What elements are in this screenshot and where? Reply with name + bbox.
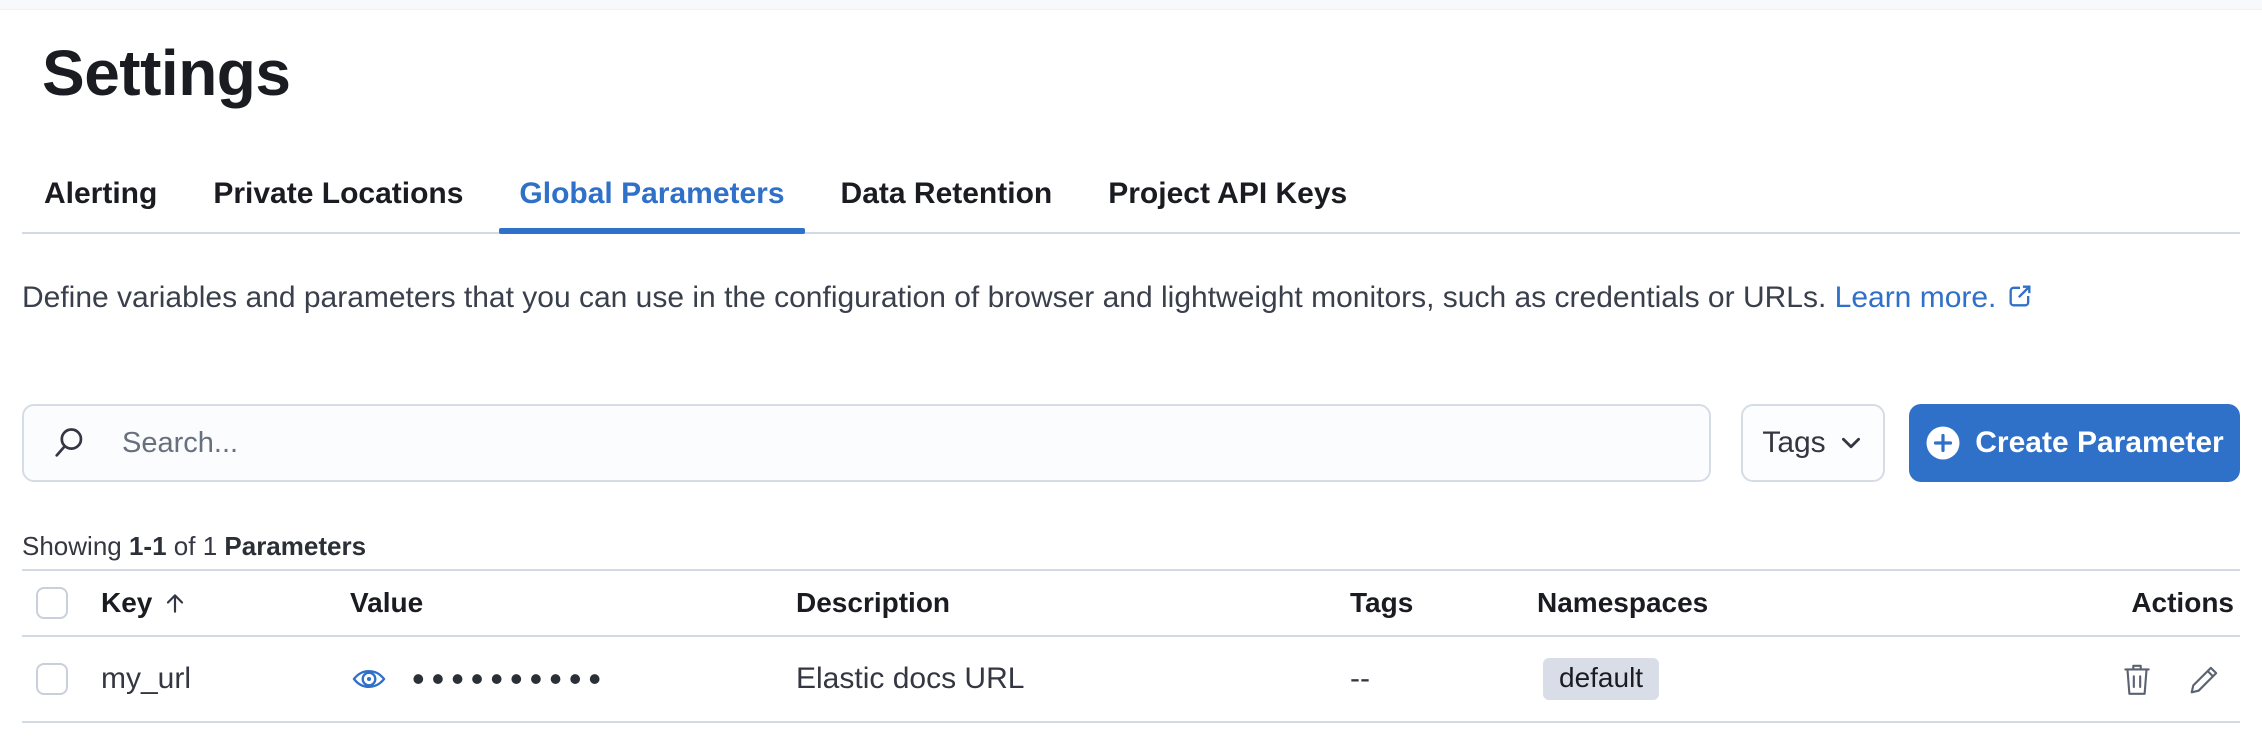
- page-description: Define variables and parameters that you…: [22, 274, 2197, 372]
- column-header-value[interactable]: Value: [350, 587, 796, 619]
- select-all-cell: [22, 587, 101, 619]
- tab-data-retention-label: Data Retention: [840, 177, 1053, 210]
- column-header-value-label: Value: [350, 587, 424, 618]
- column-header-namespaces-label: Namespaces: [1537, 587, 1709, 618]
- tab-private-locations-label: Private Locations: [213, 177, 464, 210]
- search-box: [22, 404, 1711, 482]
- pencil-icon: [2188, 662, 2222, 696]
- row-actions-cell: [2017, 659, 2240, 699]
- column-header-tags[interactable]: Tags: [1342, 587, 1537, 619]
- parameters-table: Key Value Description Tags Namespaces Ac…: [22, 569, 2240, 723]
- search-icon: [50, 425, 86, 466]
- row-value-cell: ••••••••••: [350, 660, 796, 698]
- column-header-namespaces[interactable]: Namespaces: [1537, 587, 2017, 619]
- summary-showing: Showing: [22, 531, 122, 561]
- table-header-row: Key Value Description Tags Namespaces Ac…: [22, 571, 2240, 637]
- summary-of: of 1: [173, 531, 218, 561]
- summary-entity: Parameters: [224, 531, 367, 561]
- parameters-toolbar: Tags Create Parameter: [22, 404, 2240, 482]
- column-header-description-label: Description: [796, 587, 951, 618]
- row-tags-cell: --: [1342, 662, 1537, 696]
- sort-ascending-icon: [162, 590, 188, 616]
- column-header-description[interactable]: Description: [796, 587, 1342, 619]
- column-header-key-label: Key: [101, 587, 153, 618]
- tab-data-retention[interactable]: Data Retention: [821, 176, 1073, 232]
- page-description-text: Define variables and parameters that you…: [22, 281, 1827, 314]
- table-row: my_url •••••••••• Elastic docs URL -- de…: [22, 637, 2240, 723]
- tab-project-api-keys[interactable]: Project API Keys: [1088, 176, 1367, 232]
- parameter-key: my_url: [101, 662, 192, 695]
- tab-project-api-keys-label: Project API Keys: [1108, 177, 1348, 210]
- column-header-tags-label: Tags: [1350, 587, 1414, 618]
- tab-alerting-label: Alerting: [44, 177, 158, 210]
- row-namespaces-cell: default: [1537, 658, 2017, 700]
- external-link-icon: [2006, 277, 2034, 325]
- delete-parameter-button[interactable]: [2118, 659, 2156, 699]
- parameter-tags: --: [1350, 662, 1370, 695]
- column-header-key[interactable]: Key: [101, 587, 350, 619]
- create-parameter-button[interactable]: Create Parameter: [1909, 404, 2240, 482]
- window-top-edge: [0, 0, 2262, 10]
- active-tab-indicator: [499, 228, 805, 234]
- summary-range: 1-1: [128, 531, 167, 561]
- tab-private-locations[interactable]: Private Locations: [193, 176, 483, 232]
- row-select-cell: [22, 663, 101, 695]
- eye-icon: [352, 665, 386, 693]
- tab-global-parameters[interactable]: Global Parameters: [499, 176, 805, 234]
- learn-more-link[interactable]: Learn more.: [1835, 281, 2035, 314]
- parameter-masked-value: ••••••••••: [412, 658, 609, 699]
- reveal-value-button[interactable]: [350, 660, 388, 698]
- column-header-actions-label: Actions: [2131, 587, 2234, 618]
- tags-filter-button[interactable]: Tags: [1741, 404, 1885, 482]
- settings-page: Settings Alerting Private Locations Glob…: [0, 36, 2262, 723]
- row-key-cell: my_url: [101, 662, 350, 696]
- tab-global-parameters-label: Global Parameters: [519, 177, 785, 210]
- settings-tab-bar: Alerting Private Locations Global Parame…: [22, 176, 2240, 234]
- tags-filter-label: Tags: [1762, 426, 1826, 459]
- trash-icon: [2120, 661, 2154, 697]
- column-header-actions: Actions: [2017, 587, 2240, 619]
- results-summary: Showing 1-1 of 1 Parameters: [22, 530, 2240, 562]
- create-parameter-label: Create Parameter: [1975, 426, 2224, 459]
- plus-in-circle-icon: [1925, 425, 1961, 461]
- row-description-cell: Elastic docs URL: [796, 662, 1342, 696]
- tab-alerting[interactable]: Alerting: [24, 176, 177, 232]
- namespace-badge: default: [1543, 658, 1660, 700]
- learn-more-link-label: Learn more.: [1834, 281, 1997, 314]
- row-checkbox[interactable]: [36, 663, 68, 695]
- search-input[interactable]: [22, 404, 1711, 482]
- parameter-description: Elastic docs URL: [796, 662, 1025, 695]
- select-all-checkbox[interactable]: [36, 587, 68, 619]
- page-title: Settings: [42, 37, 291, 109]
- chevron-down-icon: [1838, 430, 1864, 456]
- edit-parameter-button[interactable]: [2186, 659, 2224, 699]
